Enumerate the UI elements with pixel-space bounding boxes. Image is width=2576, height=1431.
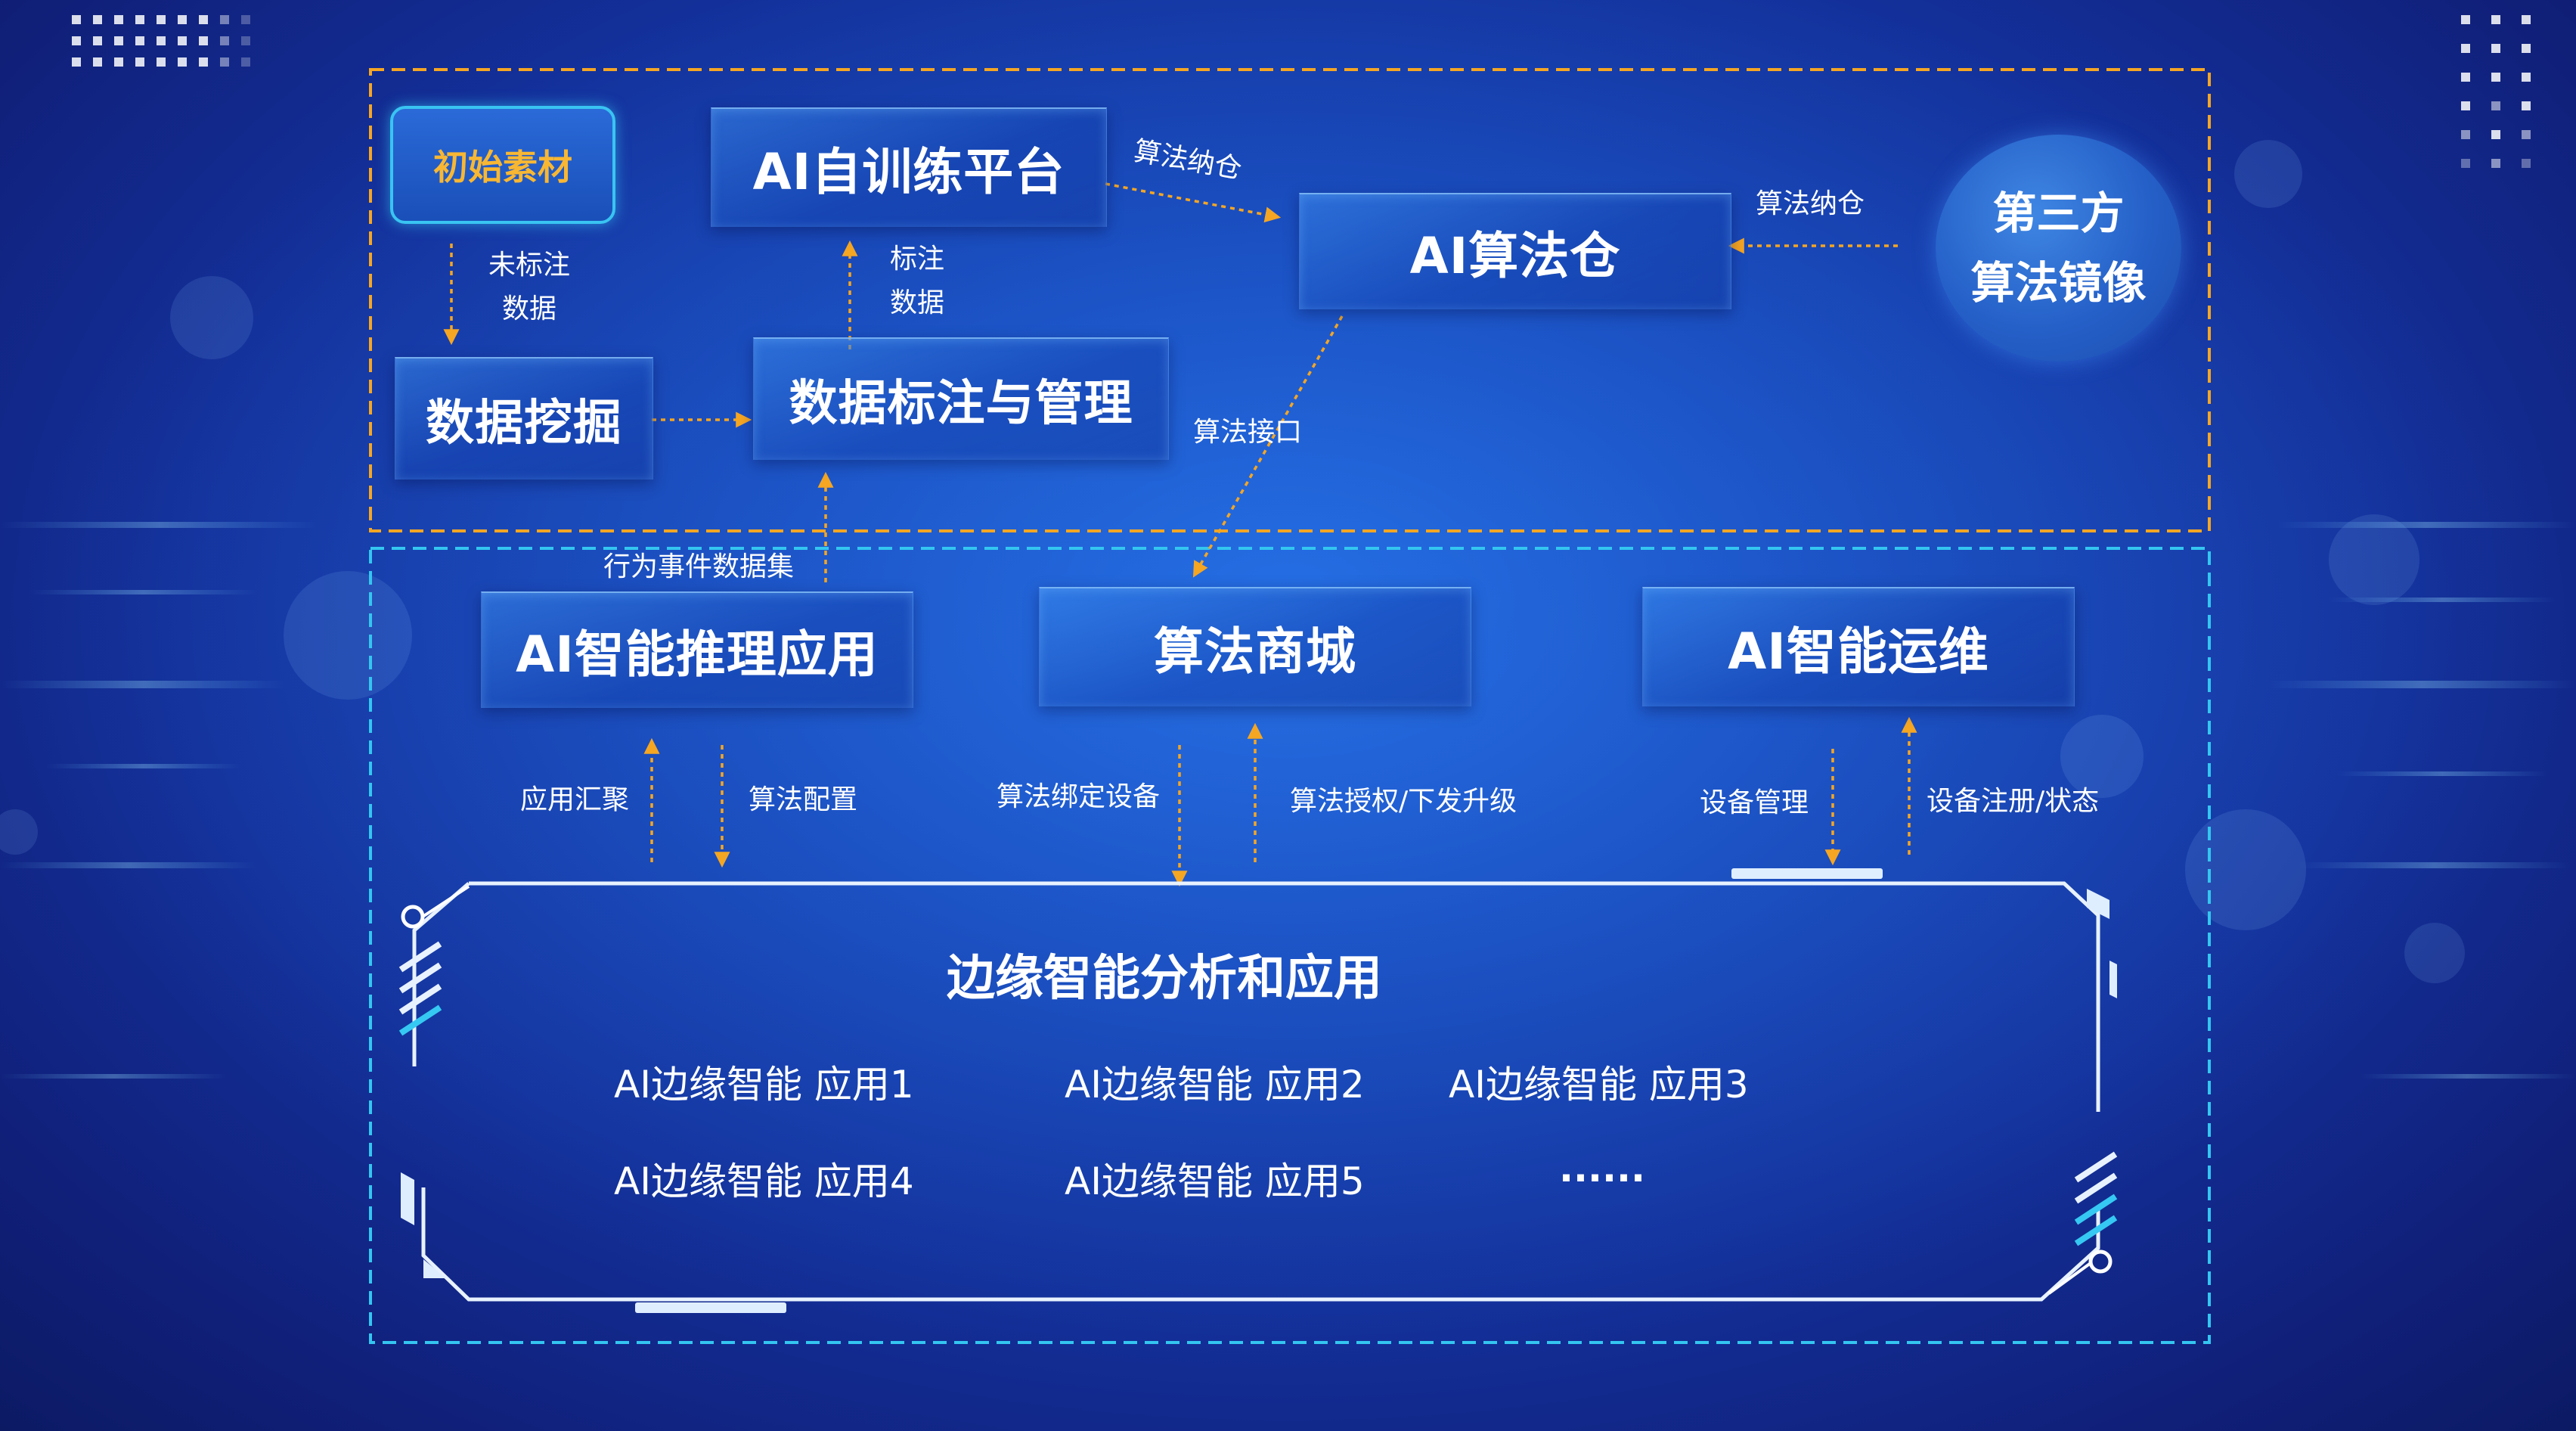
store-algo-label-2: 算法纳仓 xyxy=(1756,188,1865,219)
algo-auth-upgrade-label: 算法授权/下发升级 xyxy=(1290,786,1517,817)
algorithm-mall-label: 算法商城 xyxy=(1154,622,1356,681)
ai-training-platform-box: AI自训练平台 xyxy=(711,107,1107,227)
third-party-line2: 算法镜像 xyxy=(1970,257,2147,309)
labeled-line2: 数据 xyxy=(889,287,944,318)
ai-algorithm-warehouse-label: AI算法仓 xyxy=(1409,227,1621,285)
algo-interface-label: 算法接口 xyxy=(1193,417,1303,448)
data-mining-box: 数据挖掘 xyxy=(395,357,653,480)
ai-inference-app-label: AI智能推理应用 xyxy=(516,625,879,684)
unlabeled-line2: 数据 xyxy=(501,293,556,324)
store-algo-label-1: 算法纳仓 xyxy=(1131,135,1245,185)
third-party-line1: 第三方 xyxy=(1992,188,2125,239)
algo-bind-device-label: 算法绑定设备 xyxy=(997,781,1161,812)
edge-app-1: AI边缘智能 应用1 xyxy=(614,1063,914,1107)
unlabeled-data-label: 未标注 数据 xyxy=(484,244,575,331)
ai-inference-app-box: AI智能推理应用 xyxy=(481,591,913,708)
ai-ops-box: AI智能运维 xyxy=(1642,587,2075,706)
initial-material-label: 初始素材 xyxy=(433,147,572,188)
labeled-line1: 标注 xyxy=(889,244,944,275)
ai-algorithm-warehouse-box: AI算法仓 xyxy=(1299,193,1731,309)
third-party-image-circle: 第三方 算法镜像 xyxy=(1936,135,2181,362)
data-mining-label: 数据挖掘 xyxy=(426,396,622,452)
corner-dots-top-right xyxy=(2461,15,2531,168)
unlabeled-line1: 未标注 xyxy=(488,250,570,281)
edge-app-3: AI边缘智能 应用3 xyxy=(1449,1063,1749,1107)
ai-training-platform-label: AI自训练平台 xyxy=(752,143,1065,201)
app-aggregation-label: 应用汇聚 xyxy=(520,784,630,815)
bottom-section-frame xyxy=(369,547,2211,1344)
arrow-warehouse-to-mall xyxy=(1192,315,1344,578)
device-management-label: 设备管理 xyxy=(1700,787,1809,818)
algo-config-label: 算法配置 xyxy=(749,784,858,815)
edge-app-5: AI边缘智能 应用5 xyxy=(1065,1159,1365,1203)
edge-app-2: AI边缘智能 应用2 xyxy=(1065,1063,1365,1107)
edge-app-4: AI边缘智能 应用4 xyxy=(614,1159,914,1203)
corner-dots-top-left xyxy=(72,15,250,67)
device-register-status-label: 设备注册/状态 xyxy=(1927,786,2100,817)
algorithm-mall-box: 算法商城 xyxy=(1039,587,1471,706)
edge-app-ellipsis: ...... xyxy=(1559,1147,1645,1190)
behavior-event-dataset-label: 行为事件数据集 xyxy=(603,551,795,582)
labeled-data-label: 标注 数据 xyxy=(876,237,959,325)
top-section-frame xyxy=(369,68,2211,532)
ai-ops-label: AI智能运维 xyxy=(1728,622,1989,681)
data-labeling-management-box: 数据标注与管理 xyxy=(753,337,1169,460)
arrow-training-to-warehouse xyxy=(1105,182,1282,223)
initial-material-box: 初始素材 xyxy=(390,106,615,224)
data-labeling-management-label: 数据标注与管理 xyxy=(789,376,1133,432)
edge-section-title: 边缘智能分析和应用 xyxy=(947,951,1382,1007)
